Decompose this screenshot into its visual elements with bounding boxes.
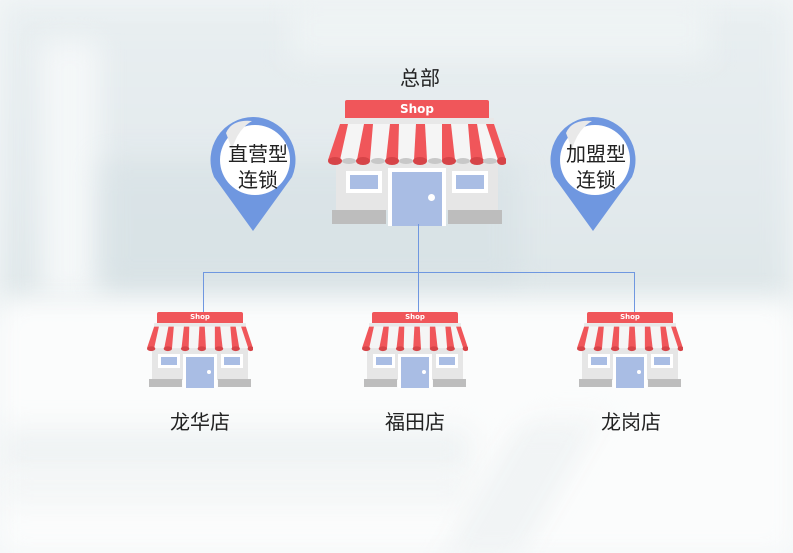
connector-line	[203, 272, 204, 312]
shop-sign: Shop	[157, 312, 243, 323]
chain-type-line1: 直营型	[228, 142, 288, 166]
shop-sign: Shop	[345, 100, 489, 118]
awning-icon	[362, 323, 468, 352]
connector-line	[203, 272, 635, 273]
map-pin-icon	[550, 117, 636, 231]
connector-line	[418, 224, 419, 312]
chain-type-line2: 连锁	[238, 168, 278, 192]
chain-type-line1: 加盟型	[566, 142, 626, 166]
branch-label: 龙华店	[170, 410, 230, 434]
branch-shop-icon: Shop	[362, 312, 468, 388]
branch-label: 福田店	[385, 410, 445, 434]
headquarters-shop-icon: Shop	[328, 98, 506, 226]
awning-icon	[328, 118, 506, 165]
shop-sign: Shop	[372, 312, 458, 323]
branch-shop-icon: Shop	[147, 312, 253, 388]
chain-type-line2: 连锁	[576, 168, 616, 192]
branch-label: 龙岗店	[601, 410, 661, 434]
branch-shop-icon: Shop	[577, 312, 683, 388]
franchise-chain-pin: 加盟型 连锁	[548, 115, 638, 231]
awning-icon	[577, 323, 683, 352]
headquarters-label: 总部	[400, 66, 440, 90]
connector-line	[634, 272, 635, 312]
shop-sign: Shop	[587, 312, 673, 323]
direct-chain-pin: 直营型 连锁	[208, 115, 298, 231]
map-pin-icon	[210, 117, 296, 231]
awning-icon	[147, 323, 253, 352]
